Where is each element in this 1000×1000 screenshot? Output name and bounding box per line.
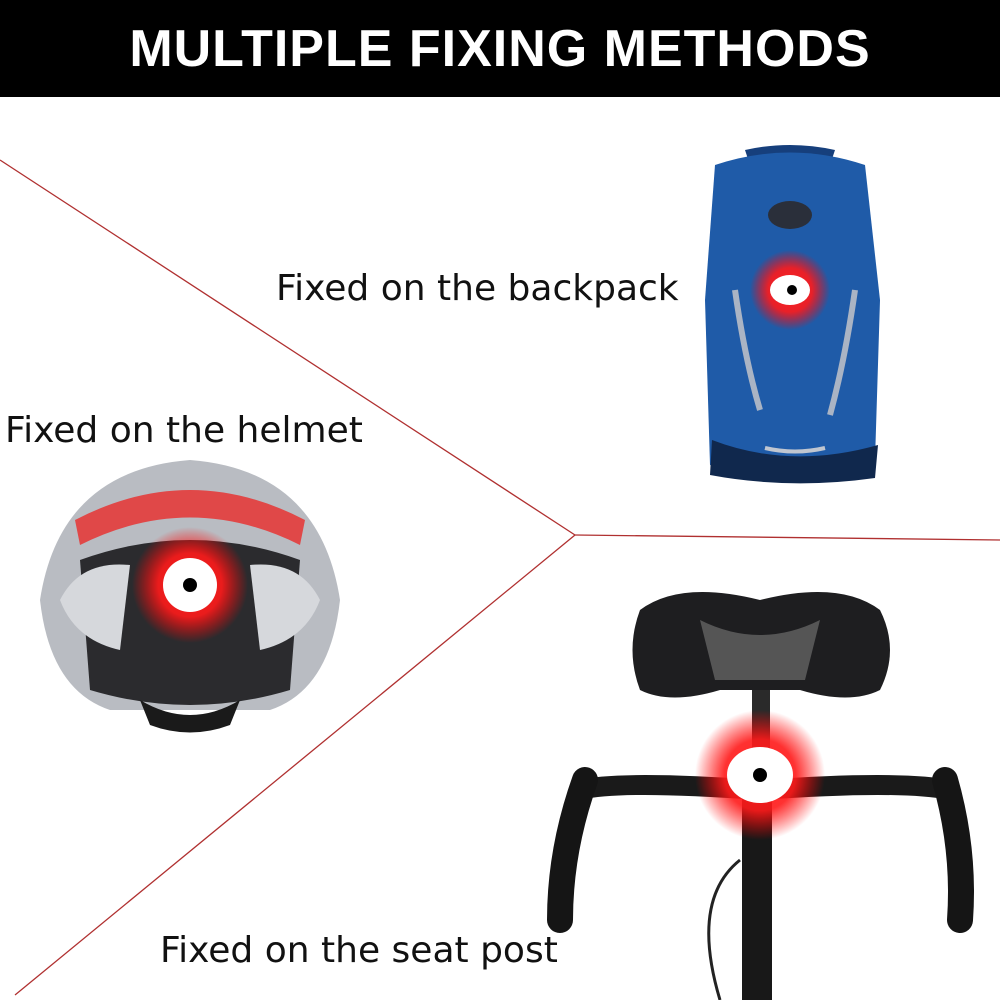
label-backpack: Fixed on the backpack [276, 268, 679, 309]
banner-title: MULTIPLE FIXING METHODS [129, 19, 871, 78]
title-banner: MULTIPLE FIXING METHODS [0, 0, 1000, 97]
label-seat-post: Fixed on the seat post [160, 930, 558, 971]
divider-line-right [574, 534, 1000, 541]
divider-line-top [0, 159, 576, 536]
label-helmet: Fixed on the helmet [5, 410, 363, 451]
divider-line-bottom [14, 534, 576, 996]
